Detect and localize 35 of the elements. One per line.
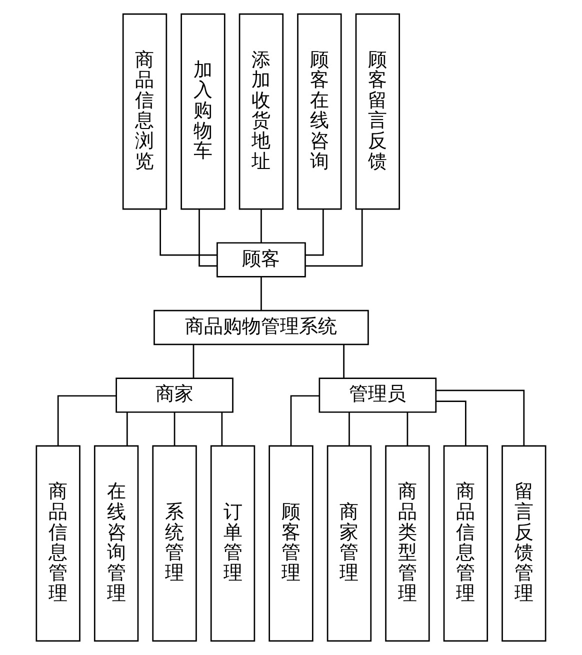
connector xyxy=(306,209,363,267)
connector xyxy=(348,412,350,446)
node-box: 商品类型管理 xyxy=(385,445,430,642)
node-box: 订单管理 xyxy=(210,445,256,642)
connector xyxy=(198,209,217,267)
node-box: 添加收货地址 xyxy=(238,13,284,210)
node-box: 顾客留言反馈 xyxy=(355,13,400,210)
connector xyxy=(436,400,466,446)
connector xyxy=(160,209,217,256)
connector xyxy=(290,395,320,446)
connector xyxy=(126,412,128,446)
node-box: 顾客管理 xyxy=(268,445,314,642)
node-box: 加入购物车 xyxy=(180,13,226,210)
connector xyxy=(57,395,116,446)
node-box: 商品信息浏览 xyxy=(122,13,168,210)
connector xyxy=(306,209,324,256)
connector xyxy=(192,344,194,378)
connector xyxy=(260,276,262,310)
connector xyxy=(436,390,525,446)
node-box: 留言反馈管理 xyxy=(502,445,546,642)
node-box: 在线咨询管理 xyxy=(94,445,139,642)
connector xyxy=(221,412,223,446)
node-box: 商品信息管理 xyxy=(443,445,488,642)
connector xyxy=(174,412,176,446)
connector xyxy=(406,412,408,446)
node-box: 商品购物管理系统 xyxy=(154,310,369,346)
node-box: 商品信息管理 xyxy=(36,445,80,642)
node-box: 系统管理 xyxy=(152,445,197,642)
node-box: 商家管理 xyxy=(326,445,372,642)
node-box: 管理员 xyxy=(318,378,437,413)
connector xyxy=(343,344,344,378)
node-box: 顾客 xyxy=(216,242,306,278)
connector xyxy=(260,209,262,243)
node-box: 商家 xyxy=(116,378,234,413)
node-box: 顾客在线咨询 xyxy=(297,13,342,210)
